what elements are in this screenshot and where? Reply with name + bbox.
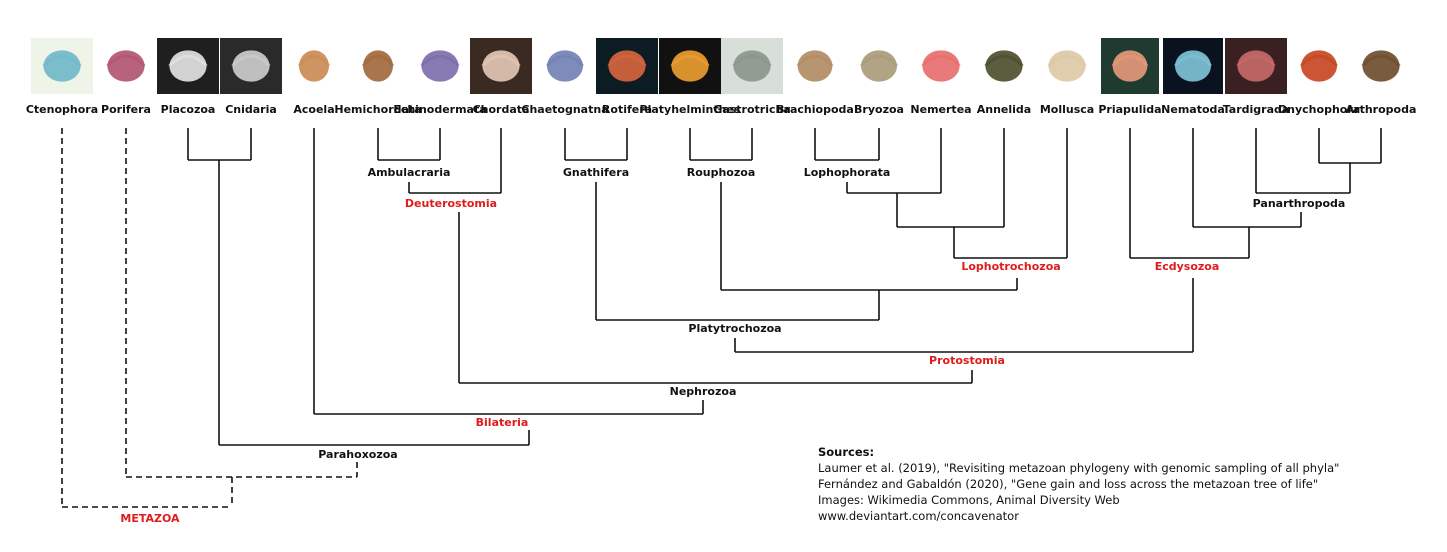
taxon-label-annelida: Annelida	[977, 103, 1031, 116]
taxon-label-ctenophora: Ctenophora	[26, 103, 98, 116]
leech-icon	[973, 38, 1035, 94]
lamp-shell-icon	[786, 38, 844, 94]
placozoan-icon	[157, 38, 219, 94]
arrow-worm-icon	[535, 38, 595, 94]
taxon-label-brachiopoda: Brachiopoda	[776, 103, 854, 116]
tardigrade-icon	[1225, 38, 1287, 94]
clade-label-lophotrochozoa: Lophotrochozoa	[961, 260, 1060, 273]
taxon-label-hemichordata: Hemichordata	[334, 103, 421, 116]
taxon-label-gastrotricha: Gastrotricha	[713, 103, 790, 116]
source-line-4: www.deviantart.com/concavenator	[818, 509, 1019, 523]
clade-label-bilateria: Bilateria	[476, 416, 529, 429]
velvet-worm-icon	[1289, 38, 1349, 94]
taxon-label-chaetognatha: Chaetognatna	[521, 103, 608, 116]
taxon-label-bryozoa: Bryozoa	[854, 103, 904, 116]
ribbon-worm-icon	[910, 38, 972, 94]
taxon-label-arthropoda: Arthropoda	[1346, 103, 1417, 116]
taxon-label-rotifera: Rotifera	[602, 103, 652, 116]
clade-label-metazoa: METAZOA	[120, 512, 180, 525]
jellyfish-icon	[220, 38, 282, 94]
taxon-label-acoela: Acoela	[293, 103, 334, 116]
taxon-label-mollusca: Mollusca	[1040, 103, 1094, 116]
clade-label-protostomia: Protostomia	[929, 354, 1005, 367]
tree-branches	[61, 128, 1382, 508]
clade-label-parahoxozoa: Parahoxozoa	[318, 448, 397, 461]
acorn-worm-icon	[353, 38, 403, 94]
taxon-label-priapulida: Priapulida	[1098, 103, 1161, 116]
wasp-icon	[1350, 38, 1412, 94]
clade-label-ambulacraria: Ambulacraria	[368, 166, 451, 179]
source-line-2: Fernández and Gabaldón (2020), "Gene gai…	[818, 477, 1319, 491]
source-line-3: Images: Wikimedia Commons, Animal Divers…	[818, 493, 1120, 507]
clade-label-lophophorata: Lophophorata	[804, 166, 891, 179]
starfish-icon	[409, 38, 471, 94]
taxon-label-placozoa: Placozoa	[161, 103, 216, 116]
penis-worm-icon	[1101, 38, 1159, 94]
taxon-label-chordata: Chordata	[473, 103, 530, 116]
taxon-label-porifera: Porifera	[101, 103, 151, 116]
clade-label-gnathifera: Gnathifera	[563, 166, 629, 179]
mole-rat-icon	[470, 38, 532, 94]
sources-heading: Sources:	[818, 445, 875, 459]
clade-label-ecdysozoa: Ecdysozoa	[1155, 260, 1220, 273]
bryozoan-icon	[849, 38, 909, 94]
taxon-label-nematoda: Nematoda	[1161, 103, 1225, 116]
clade-label-deuterostomia: Deuterostomia	[405, 197, 497, 210]
sponge-icon	[95, 38, 157, 94]
taxon-label-tardigrada: Tardigrada	[1223, 103, 1290, 116]
taxon-label-echinodermata: Echinodermata	[393, 103, 486, 116]
gastrotrich-icon	[721, 38, 783, 94]
acoel-worm-icon	[289, 38, 339, 94]
taxon-label-platyhelminthes: Platyhelminthes	[640, 103, 741, 116]
clade-label-panarthropoda: Panarthropoda	[1253, 197, 1346, 210]
sources-block: Sources: Laumer et al. (2019), "Revisiti…	[818, 444, 1339, 524]
comb-jelly-icon	[31, 38, 93, 94]
roundworm-icon	[1163, 38, 1223, 94]
flatworm-icon	[659, 38, 721, 94]
clade-label-rouphozoa: Rouphozoa	[687, 166, 756, 179]
taxon-label-cnidaria: Cnidaria	[225, 103, 277, 116]
taxon-images	[31, 38, 1412, 94]
clade-label-nephrozoa: Nephrozoa	[670, 385, 737, 398]
clade-label-platytrochozoa: Platytrochozoa	[688, 322, 781, 335]
octopus-icon	[1036, 38, 1098, 94]
rotifer-icon	[596, 38, 658, 94]
source-line-1: Laumer et al. (2019), "Revisiting metazo…	[818, 461, 1340, 475]
taxon-label-nemertea: Nemertea	[910, 103, 971, 116]
taxon-label-onychophora: Onychophora	[1278, 103, 1360, 116]
